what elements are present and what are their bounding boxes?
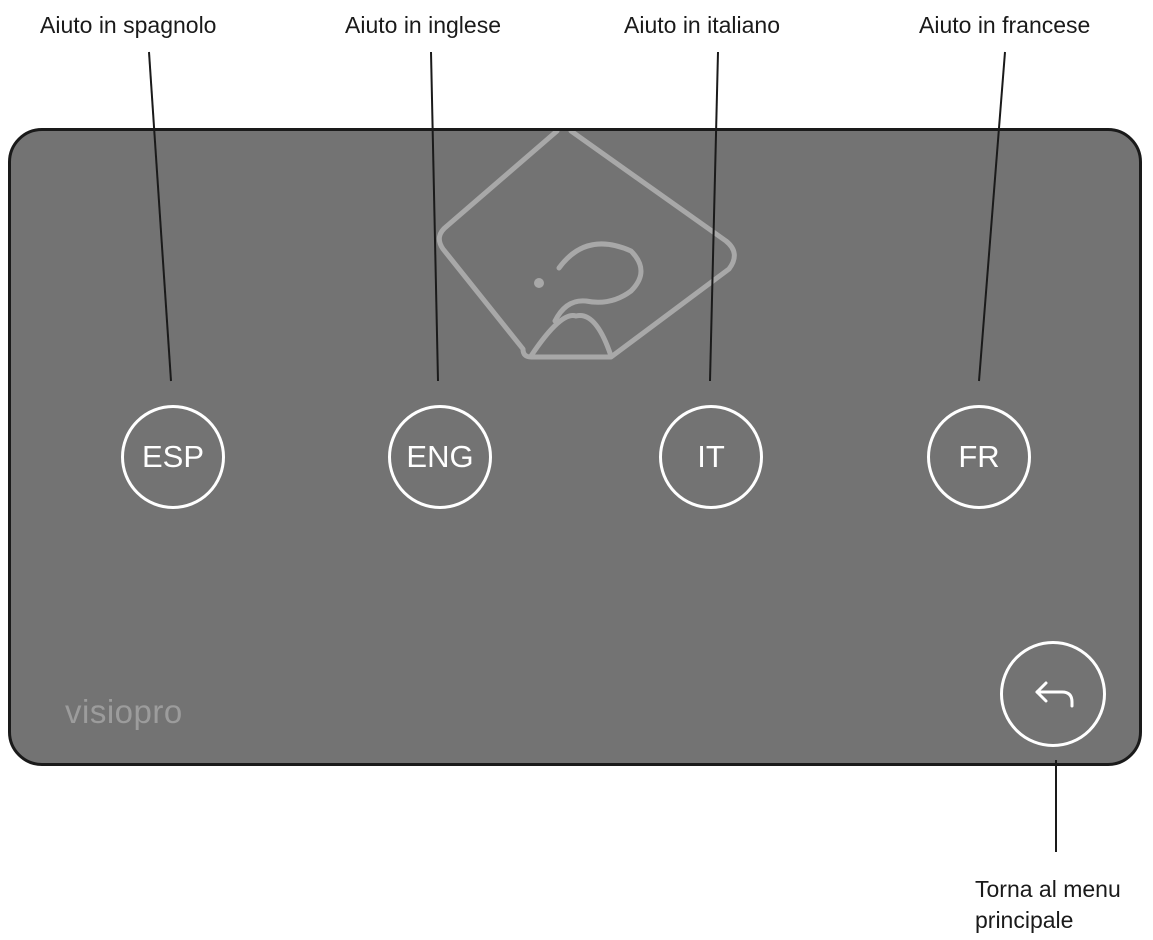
callout-label-back-line2: principale [975, 907, 1074, 934]
back-to-main-menu-button[interactable] [1000, 641, 1106, 747]
callout-label-english-help: Aiuto in inglese [345, 12, 501, 38]
callout-label-back-to-main-menu: Torna al menu principale [975, 874, 1121, 936]
return-arrow-icon [1035, 681, 1074, 708]
callout-label-spanish-help: Aiuto in spagnolo [40, 12, 217, 38]
question-mark-icon [436, 131, 737, 360]
question-dot-icon [534, 278, 544, 288]
callout-label-french-help: Aiuto in francese [919, 12, 1091, 38]
visiopro-logo: visiopro [65, 693, 183, 730]
callout-label-italian-help: Aiuto in italiano [624, 12, 780, 38]
french-help-button[interactable]: FR [927, 405, 1031, 509]
callout-label-back-line1: Torna al menu [975, 876, 1121, 902]
italian-help-button[interactable]: IT [659, 405, 763, 509]
device-screen: ESP ENG IT FR visiopro [8, 128, 1142, 766]
spanish-help-button[interactable]: ESP [121, 405, 225, 509]
english-help-button[interactable]: ENG [388, 405, 492, 509]
